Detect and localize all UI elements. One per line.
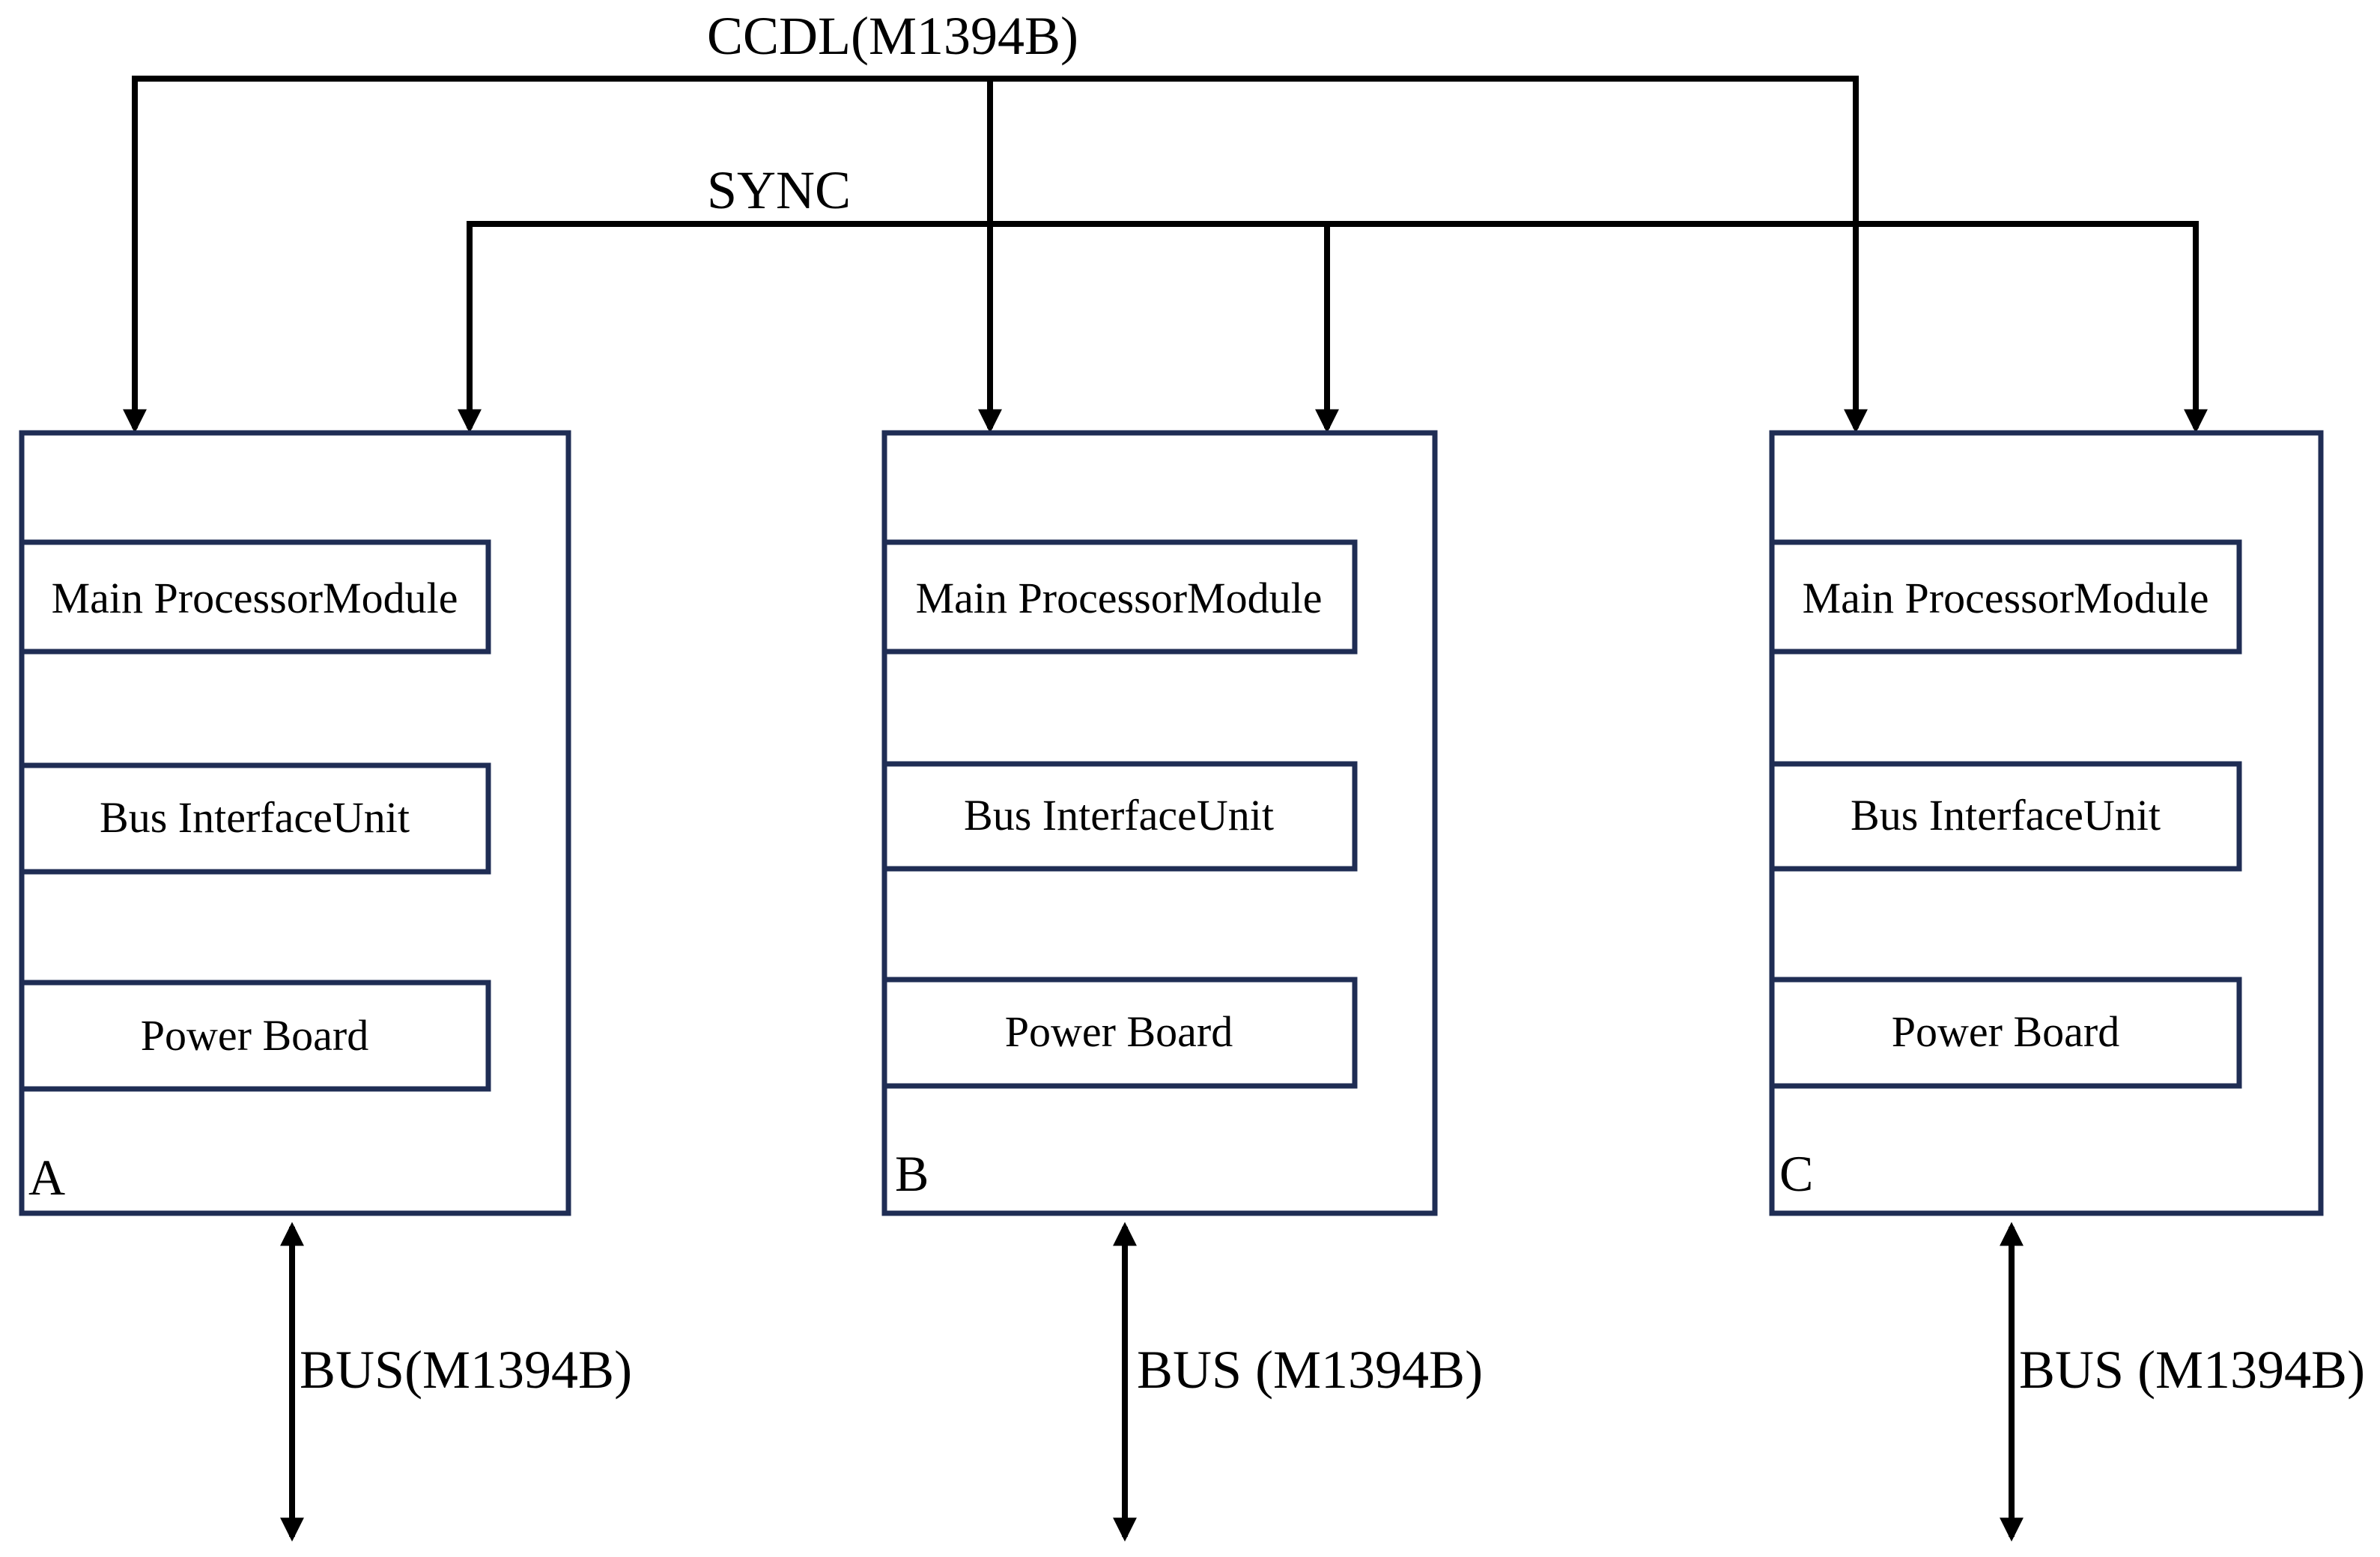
unit-c-main-processor-box bbox=[1769, 539, 2242, 655]
unit-c-main-processor-label: Main ProcessorModule bbox=[1803, 574, 2209, 622]
unit-c-bus-interface-label: Bus InterfaceUnit bbox=[1851, 791, 2161, 840]
unit-a-bus-interface-label: Bus InterfaceUnit bbox=[100, 793, 410, 842]
unit-b-bus-interface-label: Bus InterfaceUnit bbox=[964, 791, 1274, 840]
sync-label: SYNC bbox=[707, 160, 851, 220]
unit-c-bus-interface-box bbox=[1769, 761, 2242, 872]
ccdl-bus: CCDL(M1394B) bbox=[123, 6, 1868, 434]
unit-b: Main ProcessorModule Bus InterfaceUnit P… bbox=[881, 430, 1483, 1542]
unit-c: Main ProcessorModule Bus InterfaceUnit P… bbox=[1769, 430, 2365, 1542]
sync-bus: SYNC bbox=[458, 160, 2208, 434]
unit-b-main-processor-box bbox=[881, 539, 1358, 655]
unit-b-bus-interface-box bbox=[881, 761, 1358, 872]
unit-a-power-board-box bbox=[19, 980, 491, 1092]
unit-a-letter: A bbox=[28, 1149, 65, 1206]
unit-c-letter: C bbox=[1779, 1145, 1813, 1202]
unit-a-power-board-label: Power Board bbox=[141, 1011, 368, 1060]
unit-b-letter: B bbox=[895, 1145, 929, 1202]
unit-b-bus-label: BUS (M1394B) bbox=[1137, 1340, 1483, 1400]
unit-a: Main ProcessorModule Bus InterfaceUnit P… bbox=[19, 430, 632, 1542]
unit-a-bus-label: BUS(M1394B) bbox=[300, 1340, 632, 1400]
unit-b-power-board-label: Power Board bbox=[1005, 1007, 1233, 1056]
unit-a-main-processor-box bbox=[19, 539, 491, 655]
unit-a-bus-interface-box bbox=[19, 762, 491, 875]
unit-c-power-board-box bbox=[1769, 977, 2242, 1089]
unit-c-bus-label: BUS (M1394B) bbox=[2019, 1340, 2365, 1400]
unit-b-power-board-box bbox=[881, 977, 1358, 1089]
unit-a-main-processor-label: Main ProcessorModule bbox=[52, 574, 458, 622]
unit-b-main-processor-label: Main ProcessorModule bbox=[916, 574, 1323, 622]
ccdl-label: CCDL(M1394B) bbox=[707, 6, 1078, 66]
unit-c-power-board-label: Power Board bbox=[1892, 1007, 2119, 1056]
